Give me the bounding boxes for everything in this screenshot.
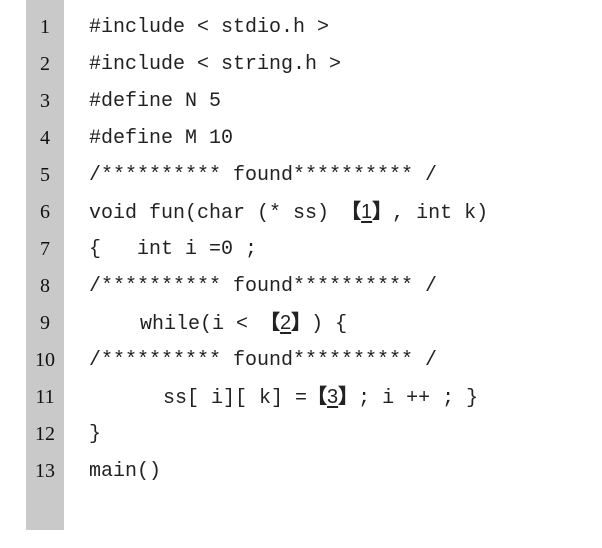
code-line: 5 /********** found********** / bbox=[0, 157, 602, 194]
code-text: { int i =0 ; bbox=[89, 238, 258, 261]
line-number: 13 bbox=[35, 460, 55, 482]
found-comment: /********** found********** / bbox=[89, 164, 438, 187]
line-number-gutter bbox=[26, 0, 64, 530]
line-number: 1 bbox=[40, 16, 50, 38]
line-number: 7 bbox=[40, 238, 50, 260]
code-text: #define N 5 bbox=[89, 90, 222, 113]
fill-blank-2: 【2】 bbox=[260, 305, 311, 342]
code-text: #define M 10 bbox=[89, 127, 234, 150]
code-line: 7 { int i =0 ; bbox=[0, 231, 602, 268]
blank-open-bracket: 【 bbox=[260, 312, 281, 334]
blank-number: 2 bbox=[280, 312, 292, 334]
code-text: while(i < 【2】) { bbox=[140, 305, 347, 342]
found-comment: /********** found********** / bbox=[89, 275, 438, 298]
code-segment: ss[ i][ k] = bbox=[163, 387, 308, 410]
fill-blank-1: 【1】 bbox=[341, 194, 392, 231]
code-segment: while(i < bbox=[140, 313, 261, 336]
code-text: #include < string.h > bbox=[89, 53, 342, 76]
line-number: 10 bbox=[35, 349, 55, 371]
line-number: 2 bbox=[40, 53, 50, 75]
line-number: 12 bbox=[35, 423, 55, 445]
blank-number: 1 bbox=[361, 201, 373, 223]
code-line: 1 #include < stdio.h > bbox=[0, 9, 602, 46]
line-number: 9 bbox=[40, 312, 50, 334]
found-comment: /********** found********** / bbox=[89, 349, 438, 372]
code-line: 9 while(i < 【2】) { bbox=[0, 305, 602, 342]
line-number: 3 bbox=[40, 90, 50, 112]
line-number: 6 bbox=[40, 201, 50, 223]
blank-close-bracket: 】 bbox=[372, 201, 393, 223]
code-line: 13 main() bbox=[0, 453, 602, 490]
code-line: 10 /********** found********** / bbox=[0, 342, 602, 379]
line-number: 4 bbox=[40, 127, 50, 149]
blank-number: 3 bbox=[327, 386, 339, 408]
code-segment: void fun(char (* ss) bbox=[89, 202, 342, 225]
line-number: 5 bbox=[40, 164, 50, 186]
blank-close-bracket: 】 bbox=[291, 312, 312, 334]
code-line: 2 #include < string.h > bbox=[0, 46, 602, 83]
code-line: 6 void fun(char (* ss) 【1】, int k) bbox=[0, 194, 602, 231]
code-segment: ; i ++ ; } bbox=[358, 387, 479, 410]
blank-open-bracket: 【 bbox=[341, 201, 362, 223]
code-segment: , int k) bbox=[392, 202, 489, 225]
code-line: 12 } bbox=[0, 416, 602, 453]
line-number: 8 bbox=[40, 275, 50, 297]
line-number: 11 bbox=[35, 386, 55, 408]
code-text: ss[ i][ k] =【3】; i ++ ; } bbox=[163, 379, 478, 416]
blank-open-bracket: 【 bbox=[307, 386, 328, 408]
code-segment: ) { bbox=[311, 313, 348, 336]
blank-close-bracket: 】 bbox=[338, 386, 359, 408]
code-line: 4 #define M 10 bbox=[0, 120, 602, 157]
code-line: 8 /********** found********** / bbox=[0, 268, 602, 305]
code-text: } bbox=[89, 423, 102, 446]
code-line: 11 ss[ i][ k] =【3】; i ++ ; } bbox=[0, 379, 602, 416]
code-line: 3 #define N 5 bbox=[0, 83, 602, 120]
code-text: #include < stdio.h > bbox=[89, 16, 330, 39]
fill-blank-3: 【3】 bbox=[307, 379, 358, 416]
code-text: main() bbox=[89, 460, 162, 483]
code-text: void fun(char (* ss) 【1】, int k) bbox=[89, 194, 488, 231]
code-listing: 1 #include < stdio.h > 2 #include < stri… bbox=[0, 9, 602, 490]
